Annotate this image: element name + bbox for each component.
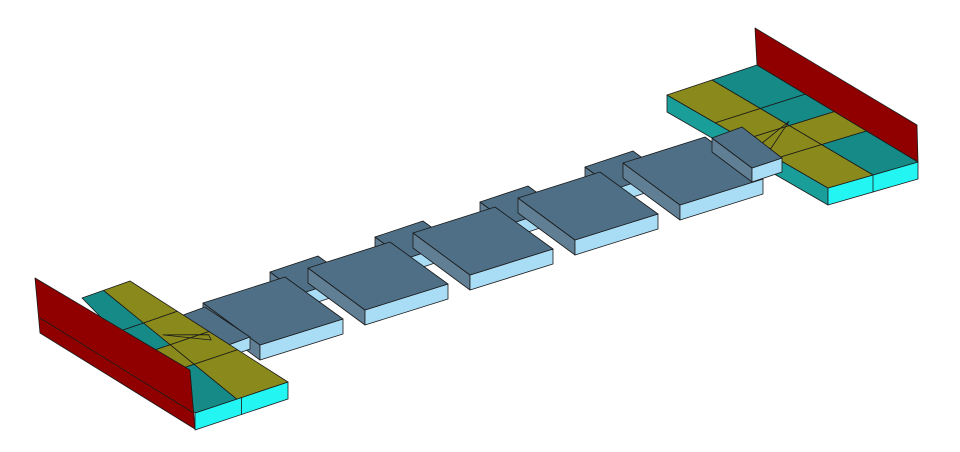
- left-end-plate: [34, 277, 196, 430]
- beam-blocks: [174, 126, 783, 361]
- left-deck-marking: [162, 334, 212, 341]
- left-plate-seam: [39, 317, 193, 413]
- left-deck-tile-3-1: [193, 349, 289, 400]
- block-3-top-face: [412, 206, 554, 276]
- block-4-top-face: [517, 171, 659, 241]
- right-deck-tile-3-1: [776, 144, 874, 189]
- connector-right-end-top-face: [711, 126, 783, 169]
- block-2-top-face: [307, 241, 449, 311]
- right-end-plate: [754, 27, 919, 163]
- left-end-assembly: [34, 277, 289, 431]
